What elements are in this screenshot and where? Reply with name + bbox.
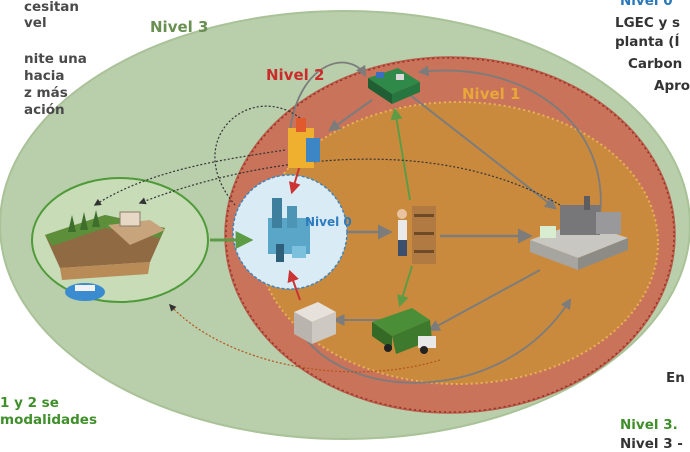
ship-icon	[65, 283, 105, 301]
flow-arrow-bales-to-plant	[287, 269, 301, 301]
right-text-line1: LGEC y s	[615, 15, 681, 31]
level1-zone	[257, 101, 659, 385]
flow-arrow-warehouse-to-truck	[397, 265, 413, 308]
right-text-line3: Carbon	[628, 56, 683, 72]
flow-arrow-bottles-to-plant	[288, 164, 301, 195]
factory-plant-icon	[530, 196, 628, 270]
landscape-mining-icon	[45, 210, 165, 280]
refinery-plant-icon	[268, 198, 310, 262]
dotted-arrow-plant-to-source	[214, 105, 301, 206]
dotted-arrow-bottom-return	[169, 303, 441, 373]
electronics-waste-icon	[368, 68, 420, 104]
left-text-line2: vel	[24, 15, 47, 31]
flow-arrow-factory-to-truck	[427, 269, 541, 332]
recycled-bales-icon	[294, 302, 336, 344]
left-text-line4: hacia	[24, 68, 65, 84]
flow-arrow-bales-loop-bottom	[299, 298, 572, 384]
flow-arrow-top-loop	[289, 61, 367, 131]
flow-arrow-warehouse-to-electronics	[390, 107, 411, 201]
garbage-truck-icon	[372, 308, 436, 354]
flow-arrow-electronics-to-bottles	[328, 99, 373, 132]
right-text-top: Nivel 0	[620, 0, 673, 9]
level0-label: Nivel 0	[305, 215, 352, 229]
left-text-line1: cesitan	[24, 0, 79, 15]
warehouse-shelf-worker-icon	[397, 206, 436, 264]
level2-dotted-border	[225, 57, 675, 413]
dotted-arrow-bottles-to-source	[93, 149, 286, 206]
left-text-line3: nite una	[24, 51, 87, 67]
level1-label: Nivel 1	[462, 85, 520, 103]
left-text-line5: z más	[24, 85, 68, 101]
right-text-line4: Apro	[654, 78, 690, 94]
left-text-bottom1: 1 y 2 se	[0, 395, 59, 411]
left-text-bottom2: modalidades	[0, 412, 97, 428]
right-text-line2: planta (Í	[615, 34, 680, 50]
flow-arrow-electronics-to-factory	[409, 94, 557, 210]
bottles-packaging-icon	[288, 118, 320, 168]
level2-label: Nivel 2	[266, 66, 324, 84]
right-text-bottom2: Nivel 3 -	[620, 436, 683, 452]
dotted-arrow-factory-to-source	[138, 158, 561, 206]
flow-arrow-factory-loop-top	[417, 65, 602, 216]
right-text-bottom1: Nivel 3.	[620, 417, 678, 433]
right-text-line5: En	[666, 370, 685, 386]
left-text-line6: ación	[24, 102, 65, 118]
level3-label: Nivel 3	[150, 18, 208, 36]
